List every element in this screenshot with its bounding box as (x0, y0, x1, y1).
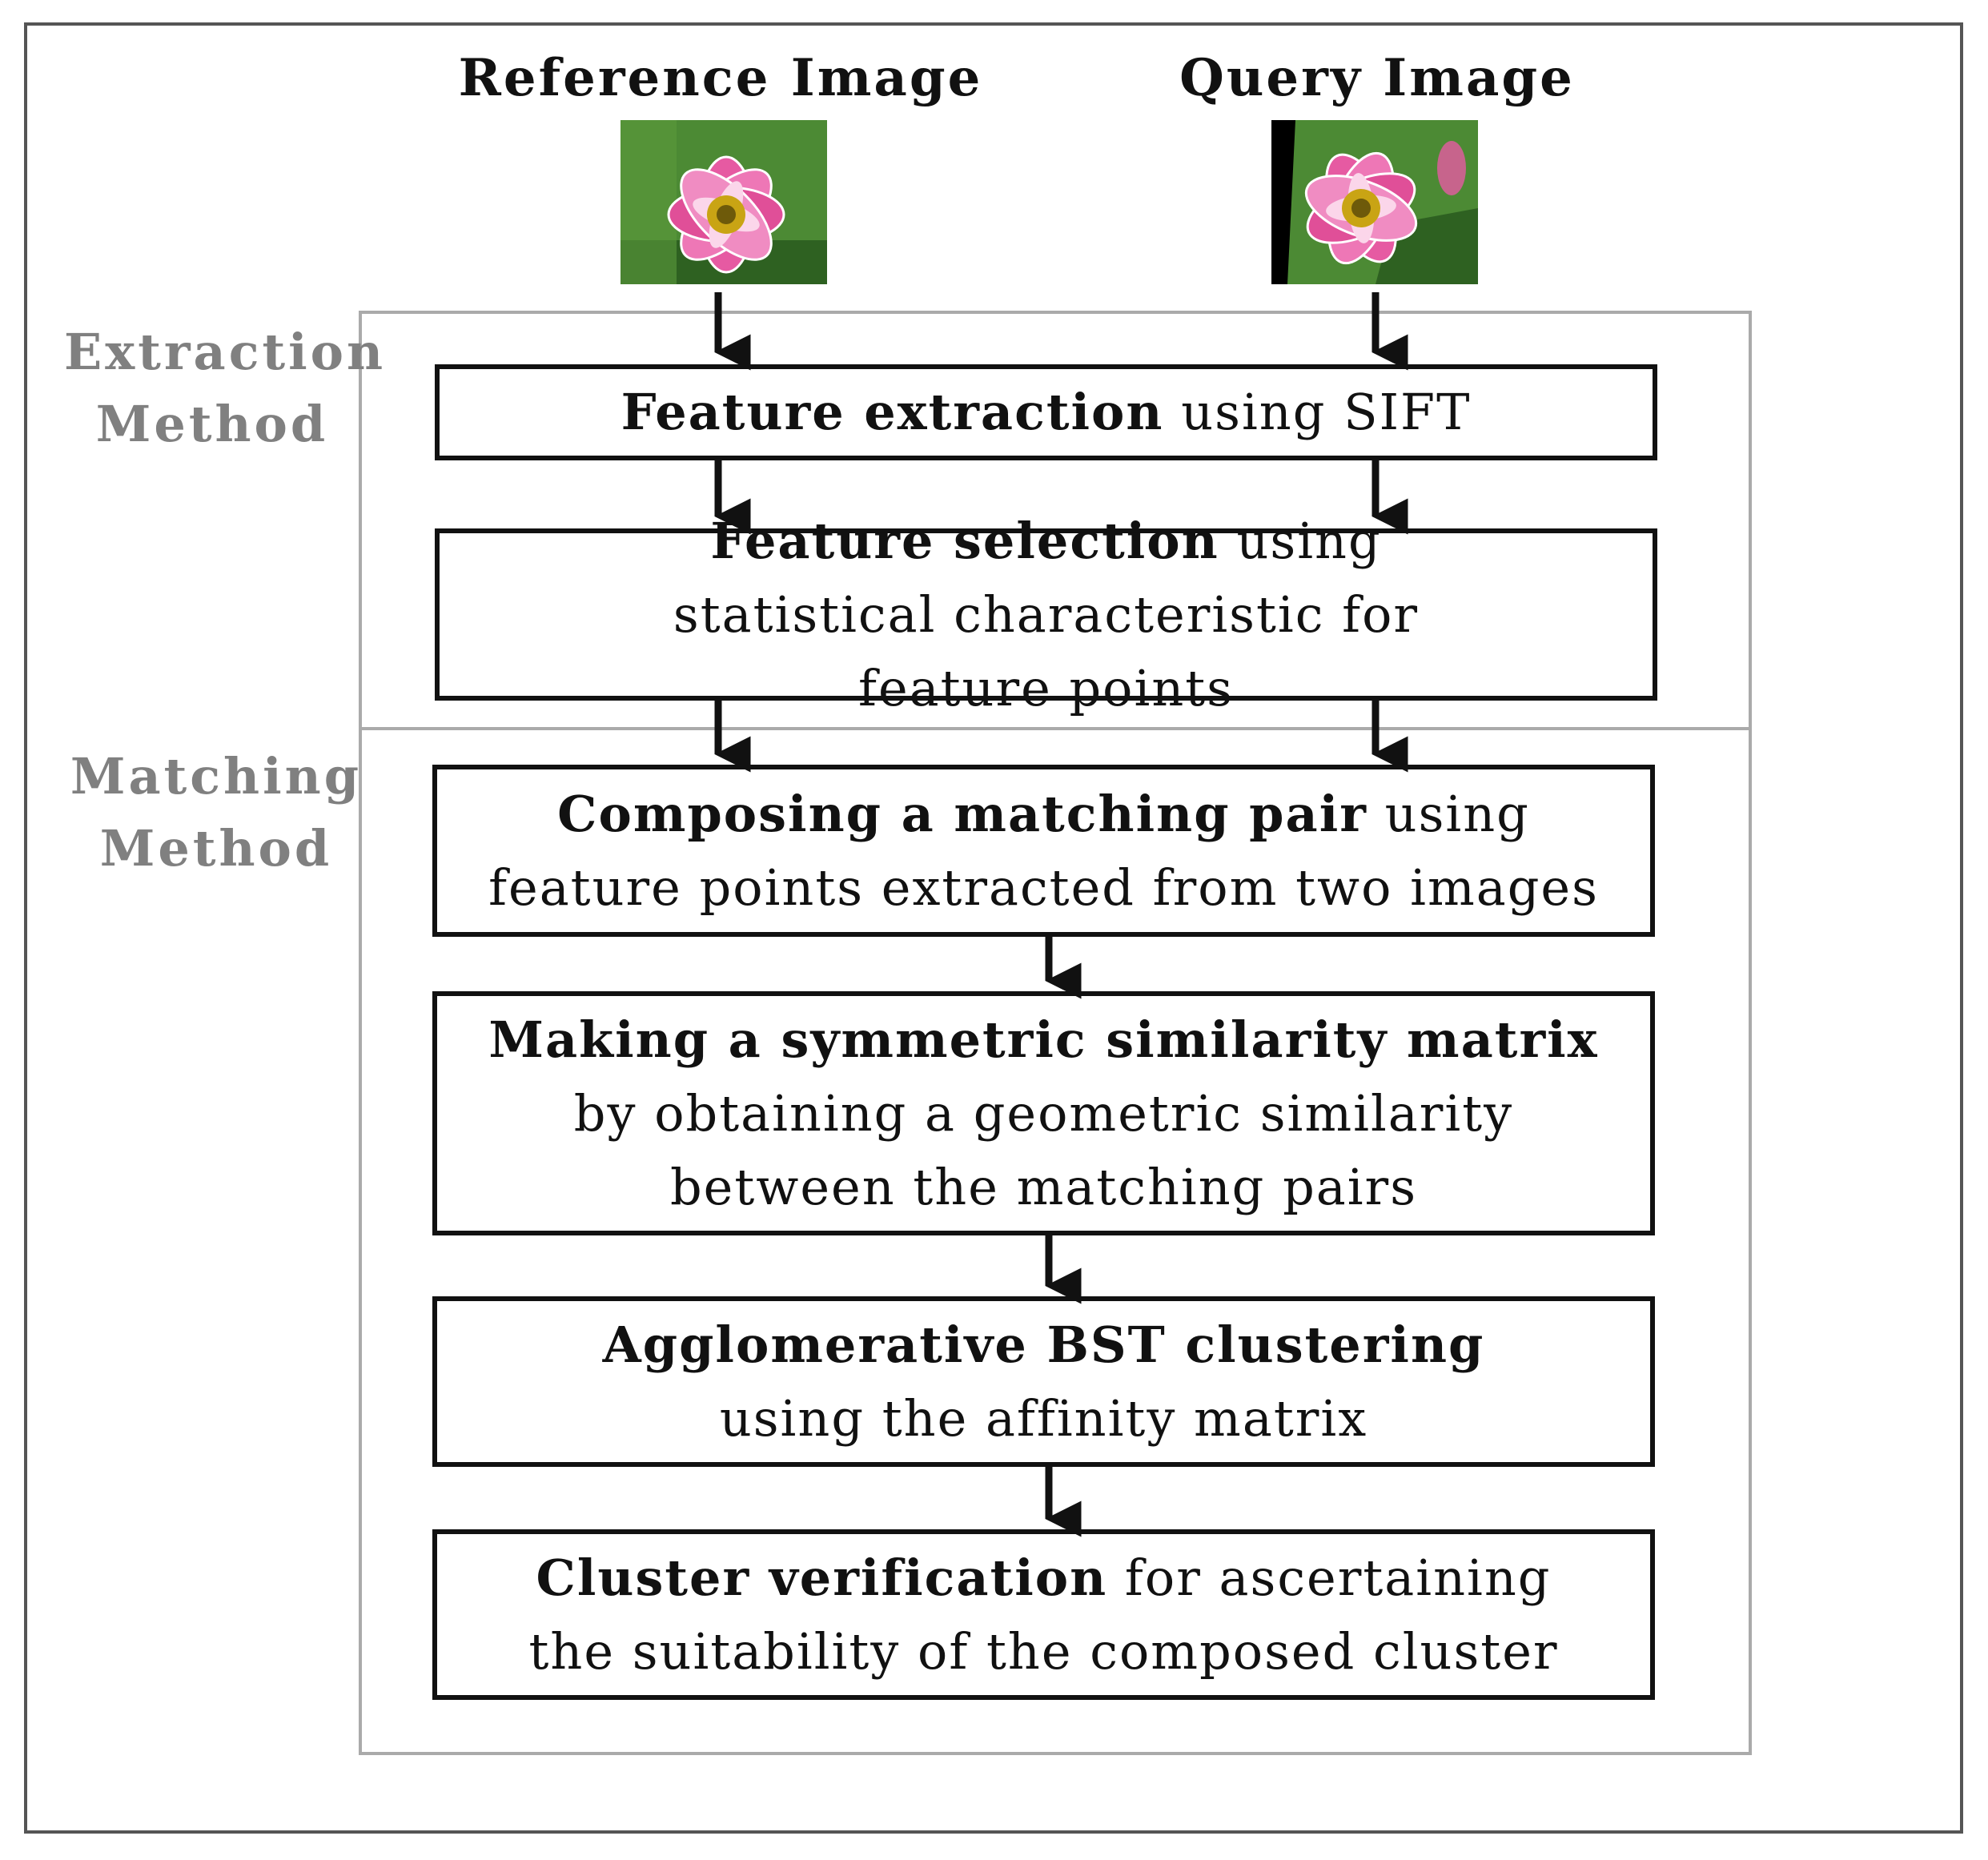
step-cluster-verification: Cluster verification for ascertaining th… (432, 1529, 1655, 1700)
step-agglomerative-clustering: Agglomerative BST clustering using the a… (432, 1296, 1655, 1467)
step-composing-matching-pair: Composing a matching pair using feature … (432, 765, 1655, 937)
step-feature-extraction: Feature extraction using SIFT (435, 364, 1657, 460)
step-4-text: by obtaining a geometric similarity betw… (573, 1083, 1514, 1216)
matching-section (359, 727, 1752, 1755)
step-2-text: using statistical characteristic for fea… (673, 511, 1420, 717)
reference-image-title: Reference Image (458, 48, 983, 108)
flower-photo-icon (620, 120, 827, 284)
query-image (1271, 120, 1478, 284)
matching-method-label: Matching Method (68, 741, 364, 885)
step-similarity-matrix: Making a symmetric similarity matrix by … (432, 991, 1655, 1235)
extraction-label-line2: Method (95, 395, 329, 453)
step-1-bold: Feature extraction (620, 383, 1164, 441)
diagram-frame (24, 22, 1963, 1834)
flower-photo-rotated-icon (1271, 120, 1478, 284)
step-3-text: using feature points extracted from two … (488, 784, 1599, 917)
query-image-title: Query Image (1179, 48, 1575, 108)
step-feature-selection: Feature selection using statistical char… (435, 512, 1657, 717)
matching-label-line1: Matching (70, 747, 363, 805)
matching-label-line2: Method (99, 819, 333, 878)
step-6-text: for ascertaining the suitability of the … (528, 1548, 1559, 1681)
extraction-label-line1: Extraction (64, 323, 387, 381)
step-5-bold: Agglomerative BST clustering (602, 1315, 1485, 1374)
step-6-bold: Cluster verification (536, 1548, 1108, 1607)
reference-image (620, 120, 827, 284)
extraction-method-label: Extraction Method (64, 316, 387, 460)
step-1-text: using SIFT (1163, 383, 1472, 441)
step-4-bold: Making a symmetric similarity matrix (488, 1010, 1599, 1069)
step-3-bold: Composing a matching pair (557, 784, 1368, 843)
step-5-text: using the affinity matrix (719, 1388, 1368, 1448)
step-2-bold: Feature selection (710, 511, 1219, 570)
